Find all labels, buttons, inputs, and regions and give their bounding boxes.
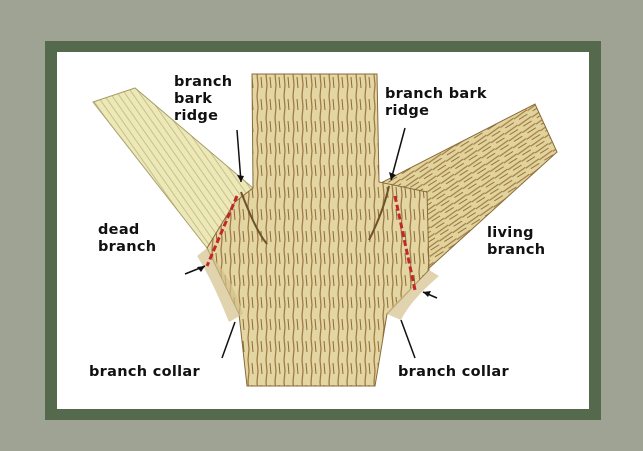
- pointer-ridge-left: [237, 130, 241, 182]
- trunk-shape: [207, 74, 429, 386]
- label-branch-collar-left: branch collar: [89, 364, 200, 381]
- label-dead-branch: dead branch: [98, 222, 156, 256]
- label-branch-bark-ridge-left: branch bark ridge: [174, 74, 232, 125]
- diagram-panel: branch bark ridge branch bark ridge dead…: [57, 52, 589, 409]
- label-branch-bark-ridge-right: branch bark ridge: [385, 86, 487, 120]
- label-branch-collar-right: branch collar: [398, 364, 509, 381]
- picture-frame: branch bark ridge branch bark ridge dead…: [45, 41, 601, 420]
- pointer-collar-right: [401, 320, 415, 358]
- label-living-branch: living branch: [487, 225, 545, 259]
- pointer-collar-left: [222, 322, 235, 358]
